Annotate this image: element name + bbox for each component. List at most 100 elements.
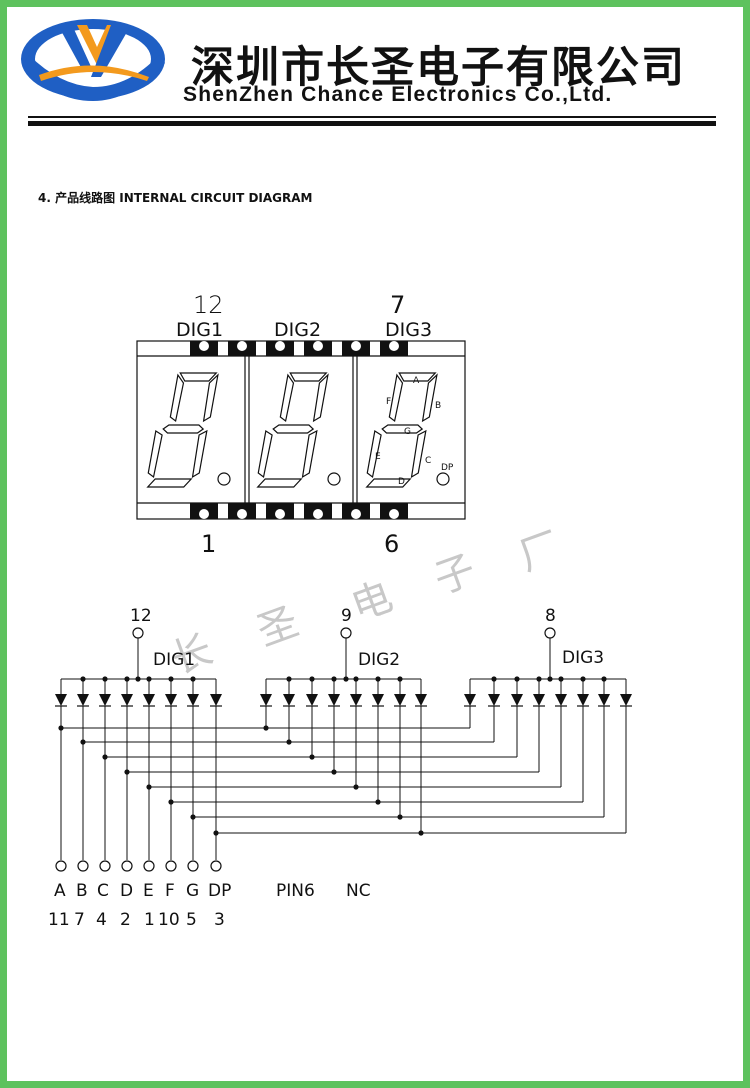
schematic-junctions — [58, 676, 607, 836]
top-pin-hole-4 — [313, 341, 323, 351]
common-2-segment-7-bus-junction — [397, 676, 403, 682]
common-3-terminal — [544, 627, 556, 639]
common-3-segment-7-bus-junction — [601, 676, 607, 682]
common-3-segment-6-bus-junction — [580, 676, 586, 682]
digit-3-segment-e — [366, 430, 382, 479]
top-pin-hole-5 — [351, 341, 361, 351]
top-pin-right-number: 7 — [390, 291, 405, 319]
common-2-segment-6-bus-junction — [375, 676, 381, 682]
segment-pin-name-e: E — [143, 881, 154, 901]
bottom-pin-hole-5 — [351, 509, 361, 519]
common-2-segment-7-row-junction — [397, 814, 403, 820]
common-1-segment-4-bus-junction — [124, 676, 130, 682]
section-title: 4. 产品线路图 INTERNAL CIRCUIT DIAGRAM — [38, 191, 313, 205]
digit-1-segment-c — [191, 429, 208, 479]
segment-label-e: E — [375, 452, 381, 462]
digit-2-segment-d — [256, 478, 303, 488]
common-1-segment-2-diode — [77, 694, 89, 706]
segment-label-c: C — [425, 456, 431, 466]
segment-terminal-5 — [143, 860, 155, 872]
segment-terminal-7 — [187, 860, 199, 872]
common-1-segment-2-row-junction — [80, 739, 86, 745]
digit-1-segment-d — [146, 478, 193, 488]
common-2-junction — [343, 676, 349, 682]
common-2-segment-5-diode — [350, 694, 362, 706]
bottom-pin-hole-2 — [237, 509, 247, 519]
digit-1-segment-b — [202, 373, 219, 423]
digit-1-segment-a — [179, 372, 218, 382]
digit-1 — [146, 372, 231, 488]
segment-pin-name-a: A — [54, 881, 66, 901]
common-2-segment-5-bus-junction — [353, 676, 359, 682]
common-2-segment-1-row-junction — [263, 725, 269, 731]
common3-label: DIG3 — [562, 648, 604, 668]
common-3-segment-5-diode — [555, 694, 567, 706]
common-2-segment-3-bus-junction — [309, 676, 315, 682]
segment-pin-name-d: D — [120, 881, 133, 901]
common-1-segment-1-row-junction — [58, 725, 64, 731]
digit-3-segment-g — [381, 424, 424, 434]
common-3-segment-6-diode — [577, 694, 589, 706]
common-3-segment-2-bus-junction — [491, 676, 497, 682]
common-1-segment-6-row-junction — [168, 799, 174, 805]
top-pin-hole-1 — [199, 341, 209, 351]
digit-2-segment-f — [279, 373, 295, 423]
package-pins — [190, 341, 408, 519]
top-pin-left-number: 12 — [193, 291, 224, 319]
bottom-pin-hole-3 — [275, 509, 285, 519]
digit-3-segment-a — [398, 372, 437, 382]
schematic-diodes — [55, 694, 632, 707]
segment-terminal-4 — [121, 860, 133, 872]
company-name-english: ShenZhen Chance Electronics Co.,Ltd. — [183, 83, 613, 106]
common-2-segment-4-bus-junction — [331, 676, 337, 682]
common-2-segment-8-diode — [415, 694, 427, 706]
digit-3-segment-d — [365, 478, 412, 488]
common-1-segment-8-row-junction — [213, 830, 219, 836]
segment-pin-number-e: 1 — [144, 910, 155, 930]
common-1-segment-3-bus-junction — [102, 676, 108, 682]
common-1-terminal — [132, 627, 144, 639]
common-1-junction — [135, 676, 141, 682]
digit-3-decimal-point — [436, 472, 450, 486]
common-2-terminal — [340, 627, 352, 639]
common-1-segment-6-bus-junction — [168, 676, 174, 682]
bottom-pin-left-number: 1 — [201, 530, 216, 558]
header: 深圳市长圣电子有限公司 ShenZhen Chance Electronics … — [7, 7, 743, 117]
segment-terminal-1 — [55, 860, 67, 872]
common-1-segment-7-diode — [187, 694, 199, 706]
digit-2-segment-c — [301, 429, 318, 479]
schematic-wires — [60, 638, 627, 860]
common-2-segment-5-row-junction — [353, 784, 359, 790]
nc-pin-label: PIN6 — [276, 881, 315, 901]
common-1-segment-8-diode — [210, 694, 222, 706]
common-2-segment-7-diode — [394, 694, 406, 706]
segment-pin-number-f: 10 — [158, 910, 180, 930]
common-1-segment-1-diode — [55, 694, 67, 706]
segment-pin-name-f: F — [165, 881, 175, 901]
segment-pin-name-dp: DP — [208, 881, 231, 901]
bottom-pin-hole-4 — [313, 509, 323, 519]
common-3-segment-5-bus-junction — [558, 676, 564, 682]
top-pin-hole-2 — [237, 341, 247, 351]
common1-pin-number: 12 — [130, 606, 152, 626]
segment-label-g: G — [404, 427, 411, 437]
common-2-segment-6-diode — [372, 694, 384, 706]
common-3-segment-8-diode — [620, 694, 632, 706]
common-1-segment-5-diode — [143, 694, 155, 706]
display-package — [136, 340, 466, 520]
segment-pin-number-d: 2 — [120, 910, 131, 930]
top-pin-hole-6 — [389, 341, 399, 351]
bottom-pin-hole-6 — [389, 509, 399, 519]
digit3-label: DIG3 — [385, 319, 432, 341]
common-2-segment-3-diode — [306, 694, 318, 706]
digit-3-segment-c — [410, 429, 427, 479]
bottom-pin-hole-1 — [199, 509, 209, 519]
common-3-segment-3-diode — [511, 694, 523, 706]
segment-label-a: A — [413, 376, 420, 386]
segment-label-f: F — [386, 397, 391, 407]
common-1-segment-7-bus-junction — [190, 676, 196, 682]
common-2-segment-2-bus-junction — [286, 676, 292, 682]
digit-2-decimal-point — [327, 472, 341, 486]
segment-pin-number-c: 4 — [96, 910, 107, 930]
common-3-segment-4-bus-junction — [536, 676, 542, 682]
